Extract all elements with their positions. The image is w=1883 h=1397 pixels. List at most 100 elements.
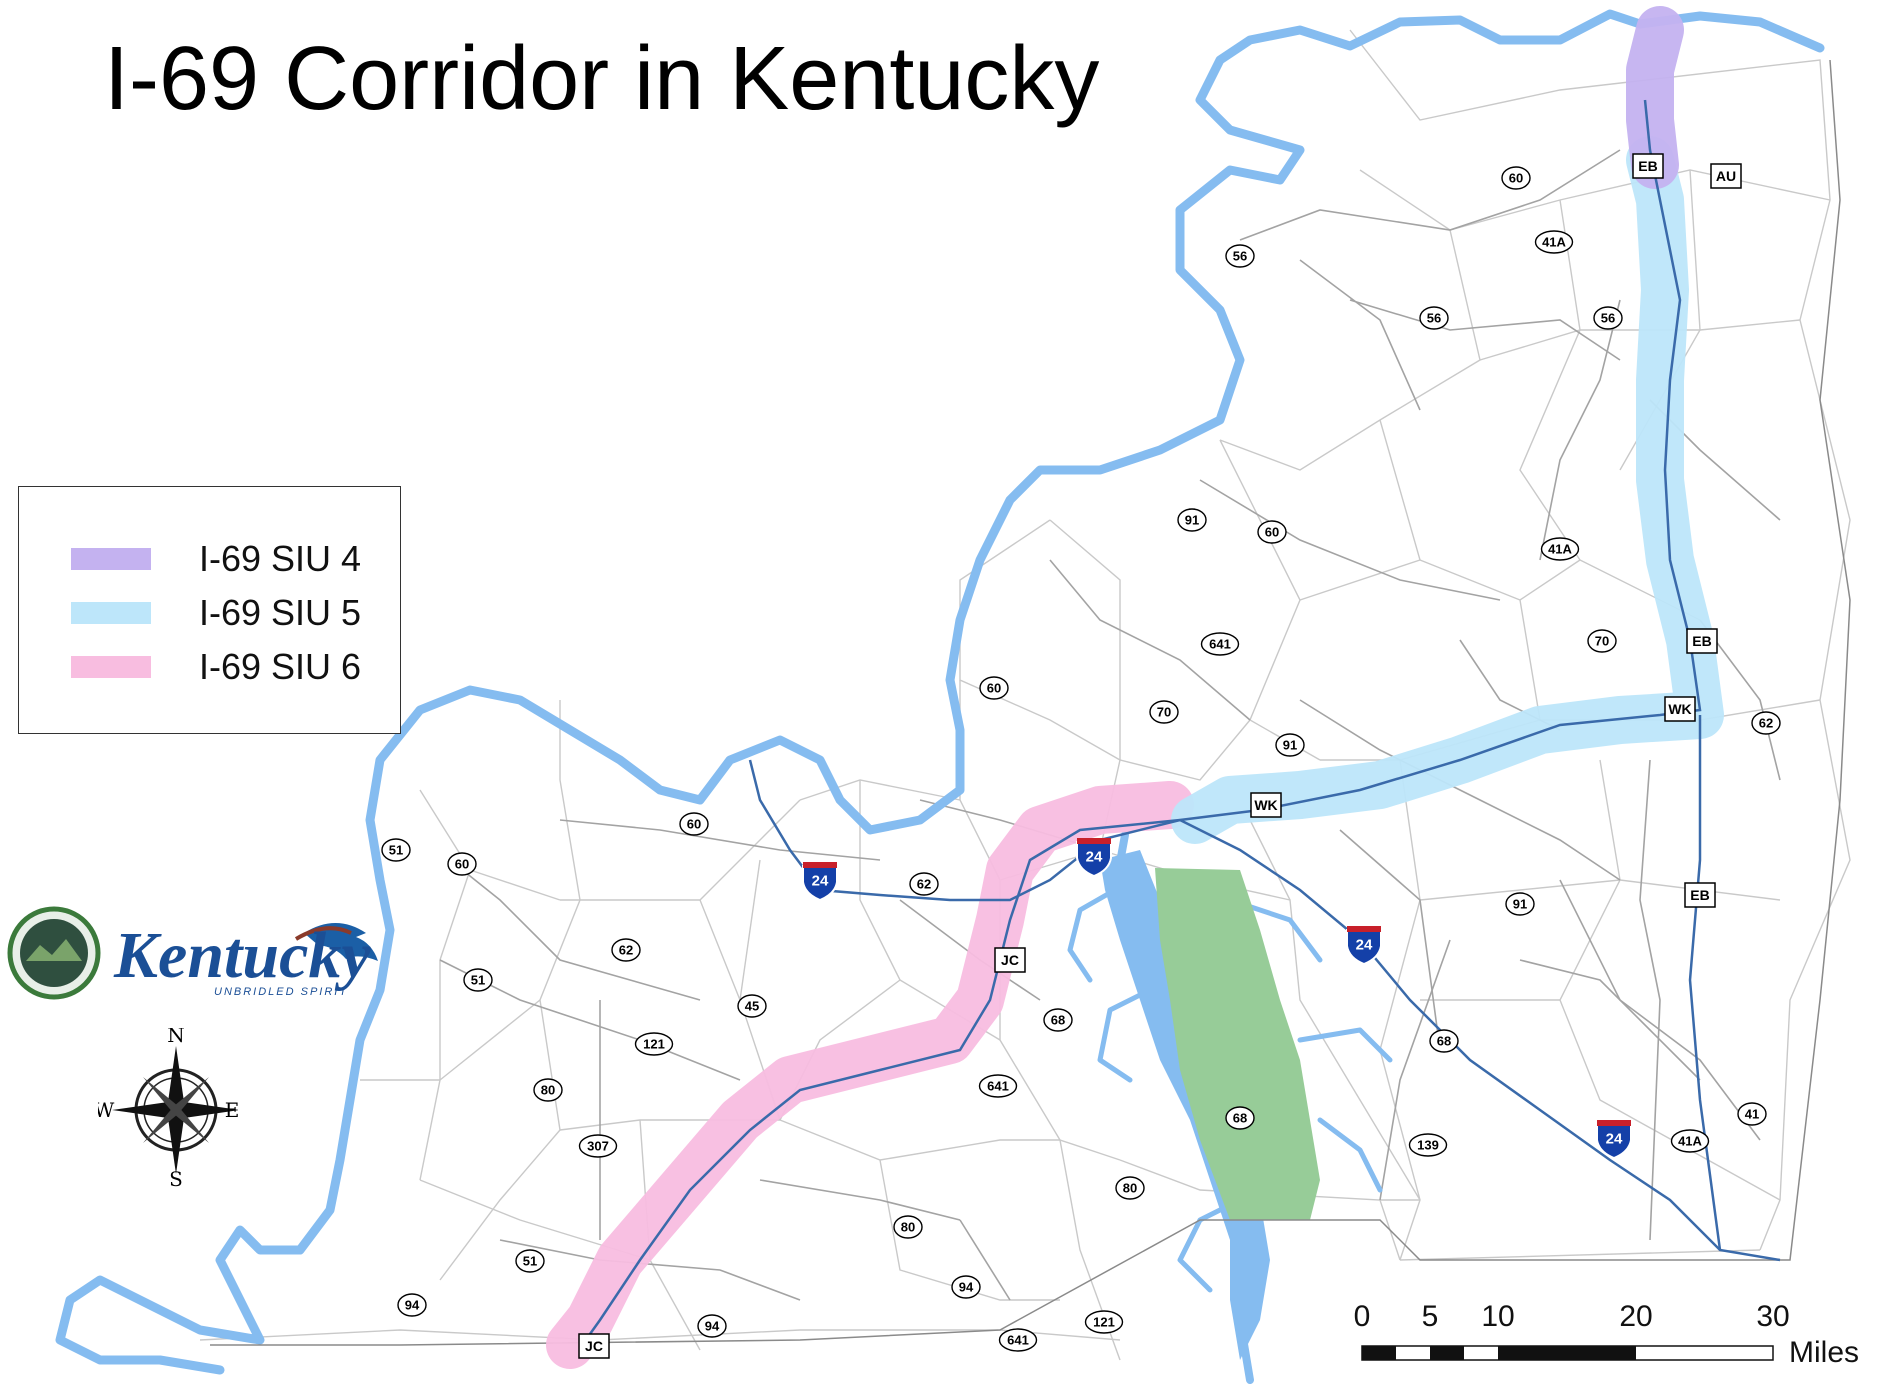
- interstate-shield-body: [1076, 841, 1112, 878]
- parkway-label: JC: [994, 947, 1026, 973]
- route-number: 70: [1157, 705, 1171, 720]
- route-number: 62: [917, 877, 931, 892]
- legend-label-siu-6: I-69 SIU 6: [199, 646, 362, 687]
- route-number: 68: [1233, 1111, 1247, 1126]
- pennyrile-parkway: [1688, 715, 1722, 1251]
- route-shield-icon: [1501, 166, 1531, 190]
- route-label: 60: [1501, 166, 1531, 190]
- interstate-shield-banner: [1597, 1120, 1631, 1126]
- route-number: 62: [619, 943, 633, 958]
- interstate-number: 24: [1606, 1131, 1623, 1148]
- parkway-code: EB: [1692, 633, 1711, 649]
- map-legend: I-69 SIU 4 I-69 SIU 5 I-69 SIU 6: [18, 486, 401, 734]
- scale-unit: Miles: [1789, 1336, 1860, 1369]
- route-label: 70: [1587, 629, 1617, 653]
- compass-north: N: [167, 1028, 185, 1047]
- route-shield-icon: [1540, 537, 1580, 561]
- parkway-box-icon: [1686, 628, 1718, 654]
- parkway-code: EB: [1638, 158, 1657, 174]
- route-label: 51: [515, 1249, 545, 1273]
- route-number: 60: [1509, 171, 1523, 186]
- scale-bar-graphic: [1361, 1345, 1774, 1361]
- route-label: 51: [463, 968, 493, 992]
- route-label: 62: [1751, 711, 1781, 735]
- route-label: 94: [697, 1314, 727, 1338]
- route-number: 641: [987, 1079, 1009, 1094]
- route-shield-icon: [909, 872, 939, 896]
- interstate-number: 24: [1356, 937, 1373, 954]
- route-shield-icon: [1593, 306, 1623, 330]
- route-label: 94: [951, 1275, 981, 1299]
- compass-west: W: [98, 1098, 115, 1122]
- route-number: 62: [1759, 716, 1773, 731]
- interstate-shield-icon: 24: [1346, 926, 1382, 966]
- logo-wordmark: Kentucky: [113, 919, 371, 992]
- parkway-code: JC: [585, 1338, 603, 1354]
- lake-barkley: [1100, 850, 1270, 1360]
- route-label: 62: [909, 872, 939, 896]
- route-number: 91: [1283, 738, 1297, 753]
- route-shield-icon: [1408, 1133, 1448, 1157]
- legend-swatch-siu-4: [71, 548, 151, 570]
- route-label: 80: [1115, 1176, 1145, 1200]
- route-label: 60: [447, 852, 477, 876]
- route-shield-icon: [611, 938, 641, 962]
- route-shield-icon: [397, 1293, 427, 1317]
- interstate-shield-banner: [803, 862, 837, 868]
- route-shield-icon: [381, 838, 411, 862]
- interstate-shield-body: [1346, 929, 1382, 966]
- route-shield-icon: [998, 1328, 1038, 1352]
- route-number: 641: [1209, 637, 1231, 652]
- route-shield-icon: [1149, 700, 1179, 724]
- route-label: 307: [578, 1134, 618, 1158]
- route-label: 68: [1225, 1106, 1255, 1130]
- route-label: 68: [1043, 1008, 1073, 1032]
- route-label: 91: [1177, 508, 1207, 532]
- parkway-label: EB: [1686, 628, 1718, 654]
- route-shield-icon: [1275, 733, 1305, 757]
- interstate-number: 24: [1086, 849, 1103, 866]
- route-label: 41A: [1534, 230, 1574, 254]
- route-number: 94: [405, 1298, 420, 1313]
- interstate-shield-icon: 24: [1596, 1120, 1632, 1160]
- route-shield-icon: [1737, 1102, 1767, 1126]
- route-shield-icon: [1587, 629, 1617, 653]
- route-number: 41A: [1678, 1134, 1702, 1149]
- route-label: 139: [1408, 1133, 1448, 1157]
- legend-item-siu-5: I-69 SIU 5: [71, 592, 361, 633]
- route-shield-icon: [447, 852, 477, 876]
- route-shield-icon: [515, 1249, 545, 1273]
- route-number: 641: [1007, 1333, 1029, 1348]
- route-label: 60: [1257, 520, 1287, 544]
- route-shield-icon: [578, 1134, 618, 1158]
- route-shield-icon: [1534, 230, 1574, 254]
- route-number: 56: [1601, 311, 1615, 326]
- route-shield-icon: [1257, 520, 1287, 544]
- route-label: 94: [397, 1293, 427, 1317]
- route-label: 80: [893, 1215, 923, 1239]
- route-number: 41A: [1542, 235, 1566, 250]
- parkway-label: WK: [1250, 792, 1282, 818]
- route-label: 70: [1149, 700, 1179, 724]
- route-number: 70: [1595, 634, 1609, 649]
- page-title: I-69 Corridor in Kentucky: [104, 29, 1100, 129]
- state-boundary: [210, 59, 1851, 1346]
- route-number: 121: [643, 1037, 665, 1052]
- scale-tick-30: 30: [1756, 1300, 1790, 1333]
- route-shield-icon: [634, 1032, 674, 1056]
- parkway-box-icon: [1710, 163, 1742, 189]
- route-number: 51: [471, 973, 485, 988]
- parkway-code: AU: [1716, 168, 1736, 184]
- route-label: 91: [1275, 733, 1305, 757]
- scale-tick-5: 5: [1421, 1300, 1439, 1333]
- route-shield-icon: [1419, 306, 1449, 330]
- route-number: 41: [1745, 1107, 1759, 1122]
- siu-5-corridor: [1171, 136, 1724, 844]
- route-number: 68: [1051, 1013, 1065, 1028]
- route-label: 41A: [1540, 537, 1580, 561]
- route-number: 60: [1265, 525, 1279, 540]
- route-shield-icon: [697, 1314, 727, 1338]
- scale-tick-10: 10: [1481, 1300, 1515, 1333]
